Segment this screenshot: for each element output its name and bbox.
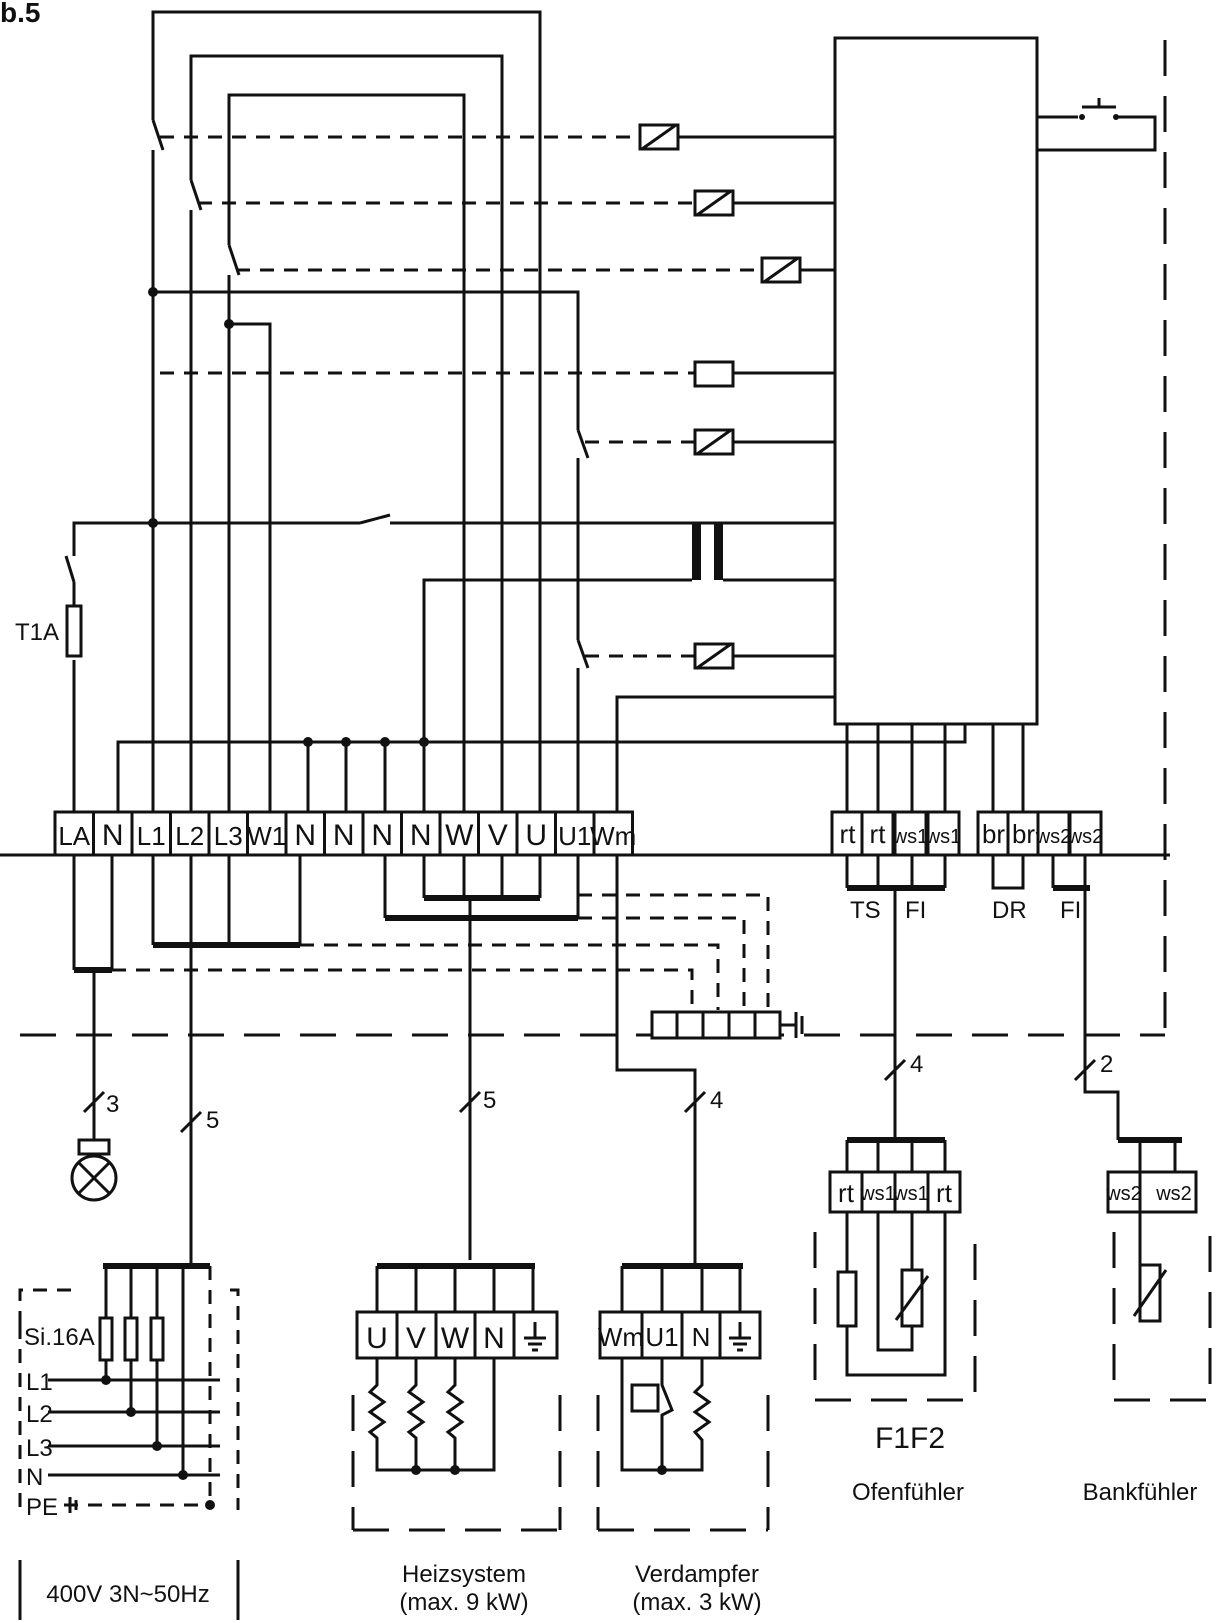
terminal-label: N <box>410 819 432 852</box>
sensor-terminal-label: rt <box>840 819 857 849</box>
terminal-label: N <box>294 819 316 852</box>
sensor-terminal-cell <box>926 810 961 857</box>
oven-terminal-rt-1: rt <box>838 1178 855 1208</box>
heater-terminal-n: N <box>483 1322 505 1355</box>
terminal-label: LA <box>58 821 90 851</box>
wire-count-evaporator: 4 <box>710 1087 723 1114</box>
terminal-label: V <box>488 819 508 852</box>
supply-voltage-label: 400V 3N~50Hz <box>46 1581 209 1608</box>
oven-sensor-title: Ofenfühler <box>852 1479 964 1506</box>
evaporator-terminal-wm: Wm <box>598 1322 644 1352</box>
group-label-ts: TS <box>850 897 881 924</box>
evaporator-terminal-u1: U1 <box>645 1322 678 1352</box>
supply-line-l1: L1 <box>26 1369 53 1396</box>
control-unit <box>833 36 1039 726</box>
terminal-label: U <box>525 819 547 852</box>
oven-terminal-ws1-2: ws1 <box>892 1183 929 1205</box>
group-label-dr: DR <box>992 897 1027 924</box>
supply-block <box>18 1250 240 1620</box>
terminal-label: N <box>333 819 355 852</box>
oven-sensor-block <box>813 1137 977 1402</box>
door-contact-switch <box>1037 98 1157 152</box>
heater-terminal-w: W <box>441 1322 470 1355</box>
wire-count-ticks <box>82 1058 1097 1134</box>
sensor-terminal-cell <box>1068 810 1103 857</box>
terminal-label: Wm <box>590 821 636 851</box>
bench-sensor-block <box>1106 1137 1212 1402</box>
sensor-terminal-label: br <box>982 819 1005 849</box>
sensor-wires <box>845 724 1025 812</box>
terminal-label: L2 <box>175 821 204 851</box>
wire-count-oven-sensor: 4 <box>910 1051 923 1078</box>
terminal-label: L3 <box>214 821 243 851</box>
sensor-terminal-label: br <box>1012 819 1035 849</box>
sensor-terminal-label: ws1 <box>892 826 929 848</box>
sensor-terminal-cell <box>860 810 895 857</box>
control-supply <box>64 513 835 828</box>
evaporator-title: Verdampfer <box>635 1561 759 1588</box>
fuse-t1a <box>65 604 83 658</box>
sensor-terminal-label: ws1 <box>925 826 962 848</box>
terminal-cell <box>515 810 557 857</box>
heater-block <box>351 1263 562 1532</box>
terminal-label: W1 <box>247 821 286 851</box>
bench-sensor-title: Bankfühler <box>1083 1479 1198 1506</box>
sensor-terminal-label: rt <box>870 819 887 849</box>
oven-terminal-rt-2: rt <box>936 1178 953 1208</box>
terminal-label: N <box>102 819 124 852</box>
wire-count-lamp: 3 <box>106 1091 119 1118</box>
wire-count-supply: 5 <box>206 1107 219 1134</box>
sensor-terminal-label: ws2 <box>1035 826 1072 848</box>
supply-line-n: N <box>26 1464 43 1491</box>
wire-count-bench-sensor: 2 <box>1100 1051 1113 1078</box>
sensor-terminal-cell <box>976 810 1011 857</box>
evaporator-terminal-n: N <box>692 1322 711 1352</box>
terminal-label: U1 <box>558 821 591 851</box>
supply-line-l3: L3 <box>26 1435 53 1462</box>
figure-label: b.5 <box>0 0 40 28</box>
terminal-label: N <box>371 819 393 852</box>
supply-line-l2: L2 <box>26 1401 53 1428</box>
terminal-bus-bars <box>72 855 1120 1260</box>
heater-terminal-u: U <box>366 1322 388 1355</box>
oven-sensor-code: F1F2 <box>875 1422 945 1455</box>
group-label-fi: FI <box>905 897 926 924</box>
terminal-cell <box>207 810 249 857</box>
terminal-label: W <box>445 819 474 852</box>
terminal-label: L1 <box>137 821 166 851</box>
oven-terminal-ws1-1: ws1 <box>859 1183 896 1205</box>
bench-terminal-ws2-1: ws2 <box>1105 1183 1142 1205</box>
supply-fuse-label: Si.16A <box>24 1324 95 1351</box>
supply-line-pe: PE <box>26 1494 58 1521</box>
group-label-fii: FII <box>1060 897 1088 924</box>
heater-terminal-v: V <box>406 1322 426 1355</box>
terminal-cell <box>592 810 634 857</box>
lamp-icon <box>70 1138 118 1202</box>
heater-subtitle: (max. 9 kW) <box>399 1589 528 1616</box>
heater-title: Heizsystem <box>402 1561 526 1588</box>
sensor-terminal-label: ws2 <box>1067 826 1104 848</box>
evaporator-subtitle: (max. 3 kW) <box>632 1589 761 1616</box>
sensor-terminal-cell <box>1006 810 1041 857</box>
fuse-label: T1A <box>15 619 59 646</box>
evaporator-block <box>596 1260 770 1532</box>
contactor-loops <box>148 10 835 828</box>
wire-count-heater: 5 <box>483 1087 496 1114</box>
bench-terminal-ws2-2: ws2 <box>1155 1183 1192 1205</box>
